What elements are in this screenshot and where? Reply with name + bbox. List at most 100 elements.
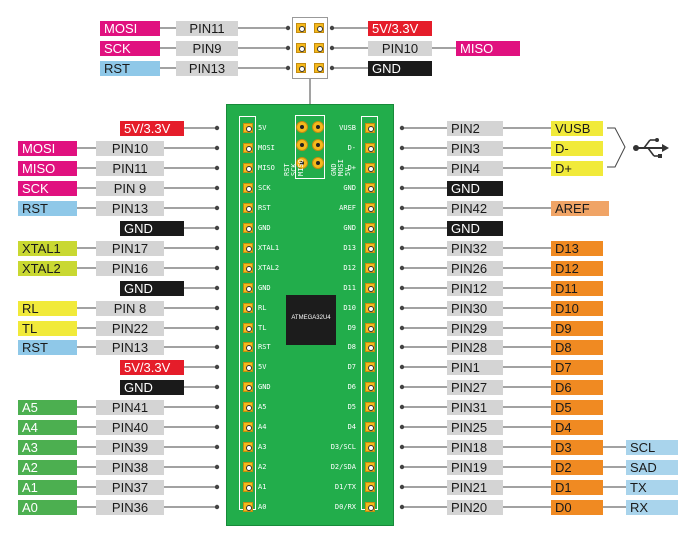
connector-dot	[214, 125, 220, 131]
left-func-label: XTAL1	[18, 240, 77, 256]
right-func-label: VUSB	[551, 120, 603, 136]
pad-hole	[368, 166, 374, 172]
pad-hole	[246, 365, 252, 371]
pcb-silk-label: D2/SDA	[330, 462, 356, 471]
pad-hole	[300, 143, 304, 147]
pad-hole	[246, 206, 252, 212]
right-alt-label: RX	[626, 499, 678, 515]
left-func-label: A2	[18, 459, 77, 475]
pad-hole	[317, 26, 323, 32]
left-func-label: GND	[120, 280, 184, 296]
icsp-pin-label: PIN13	[176, 60, 238, 76]
icsp-pin-label: PIN10	[368, 40, 432, 56]
pad-hole	[368, 146, 374, 152]
icsp-pin-label: PIN9	[176, 40, 238, 56]
pad-hole	[368, 306, 374, 312]
pcb-silk-label: RL	[258, 303, 267, 312]
pad-hole	[368, 385, 374, 391]
connector-dot	[214, 444, 220, 450]
pad-hole	[368, 326, 374, 332]
left-func-label: MISO	[18, 160, 77, 176]
microcontroller-chip	[286, 295, 336, 345]
connector-dot	[214, 265, 220, 271]
pcb-silk-label: D12	[343, 263, 356, 272]
left-pin-label: PIN17	[96, 240, 164, 256]
pad-hole	[246, 286, 252, 292]
header-pad	[365, 422, 375, 432]
right-pin-label: PIN26	[447, 260, 503, 276]
icsp-func-label: MOSI	[100, 20, 160, 36]
right-pin-label: PIN2	[447, 120, 503, 136]
pcb-silk-label: GND	[343, 223, 356, 232]
pad-hole	[316, 161, 320, 165]
header-pad	[243, 382, 253, 392]
icsp-silk-label: 5V	[344, 167, 352, 176]
right-pin-label: PIN27	[447, 379, 503, 395]
header-pad	[365, 342, 375, 352]
pcb-silk-label: A1	[258, 482, 267, 491]
connector-dot	[214, 404, 220, 410]
pad-hole	[246, 405, 252, 411]
right-pin-label: PIN21	[447, 479, 503, 495]
header-pad	[243, 223, 253, 233]
connector-dot	[214, 464, 220, 470]
right-pin-label: PIN30	[447, 300, 503, 316]
header-pad	[243, 402, 253, 412]
header-pad	[365, 203, 375, 213]
pcb-silk-label: D11	[343, 283, 356, 292]
connector-dot	[285, 45, 291, 51]
pad-hole	[368, 465, 374, 471]
left-func-label: RL	[18, 300, 77, 316]
connector-dot	[285, 65, 291, 71]
pcb-silk-label: A0	[258, 502, 267, 511]
left-pin-label: PIN 9	[96, 180, 164, 196]
pcb-silk-label: D6	[347, 382, 356, 391]
pad-hole	[368, 286, 374, 292]
header-pad	[365, 183, 375, 193]
board-icsp-pad	[296, 157, 308, 169]
pcb-silk-label: D-	[347, 143, 356, 152]
header-pad	[243, 203, 253, 213]
header-pad	[243, 323, 253, 333]
pcb-silk-label: D5	[347, 402, 356, 411]
left-func-label: RST	[18, 339, 77, 355]
connector-dot	[214, 205, 220, 211]
right-pin-label: PIN1	[447, 359, 503, 375]
left-pin-label: PIN39	[96, 439, 164, 455]
header-pad	[365, 323, 375, 333]
chip-label: ATMEGA32U4	[291, 315, 331, 321]
pcb-silk-label: GND	[343, 183, 356, 192]
header-pad	[365, 243, 375, 253]
right-func-label: D0	[551, 499, 603, 515]
header-pad	[365, 402, 375, 412]
left-pin-label: PIN22	[96, 320, 164, 336]
right-func-label: D-	[551, 140, 603, 156]
pcb-silk-label: 5V	[258, 362, 267, 371]
icsp-pad	[296, 43, 306, 53]
pad-hole	[246, 505, 252, 511]
header-pad	[243, 183, 253, 193]
header-pad	[243, 482, 253, 492]
pad-hole	[300, 161, 304, 165]
pcb-silk-label: A2	[258, 462, 267, 471]
usb-icon	[633, 138, 669, 158]
connector-dot	[214, 285, 220, 291]
pad-hole	[368, 206, 374, 212]
left-pin-label: PIN10	[96, 140, 164, 156]
left-pin-label: PIN36	[96, 499, 164, 515]
pad-hole	[246, 385, 252, 391]
pcb-silk-label: A5	[258, 402, 267, 411]
header-pad	[365, 123, 375, 133]
connector-dot	[214, 165, 220, 171]
pcb-silk-label: D0/RX	[334, 502, 356, 511]
left-func-label: XTAL2	[18, 260, 77, 276]
left-pin-label: PIN38	[96, 459, 164, 475]
pad-hole	[368, 246, 374, 252]
left-pin-label: PIN13	[96, 339, 164, 355]
pcb-silk-label: D8	[347, 342, 356, 351]
left-func-label: MOSI	[18, 140, 77, 156]
pad-hole	[368, 345, 374, 351]
pcb-silk-label: XTAL2	[258, 263, 280, 272]
pad-hole	[299, 26, 305, 32]
